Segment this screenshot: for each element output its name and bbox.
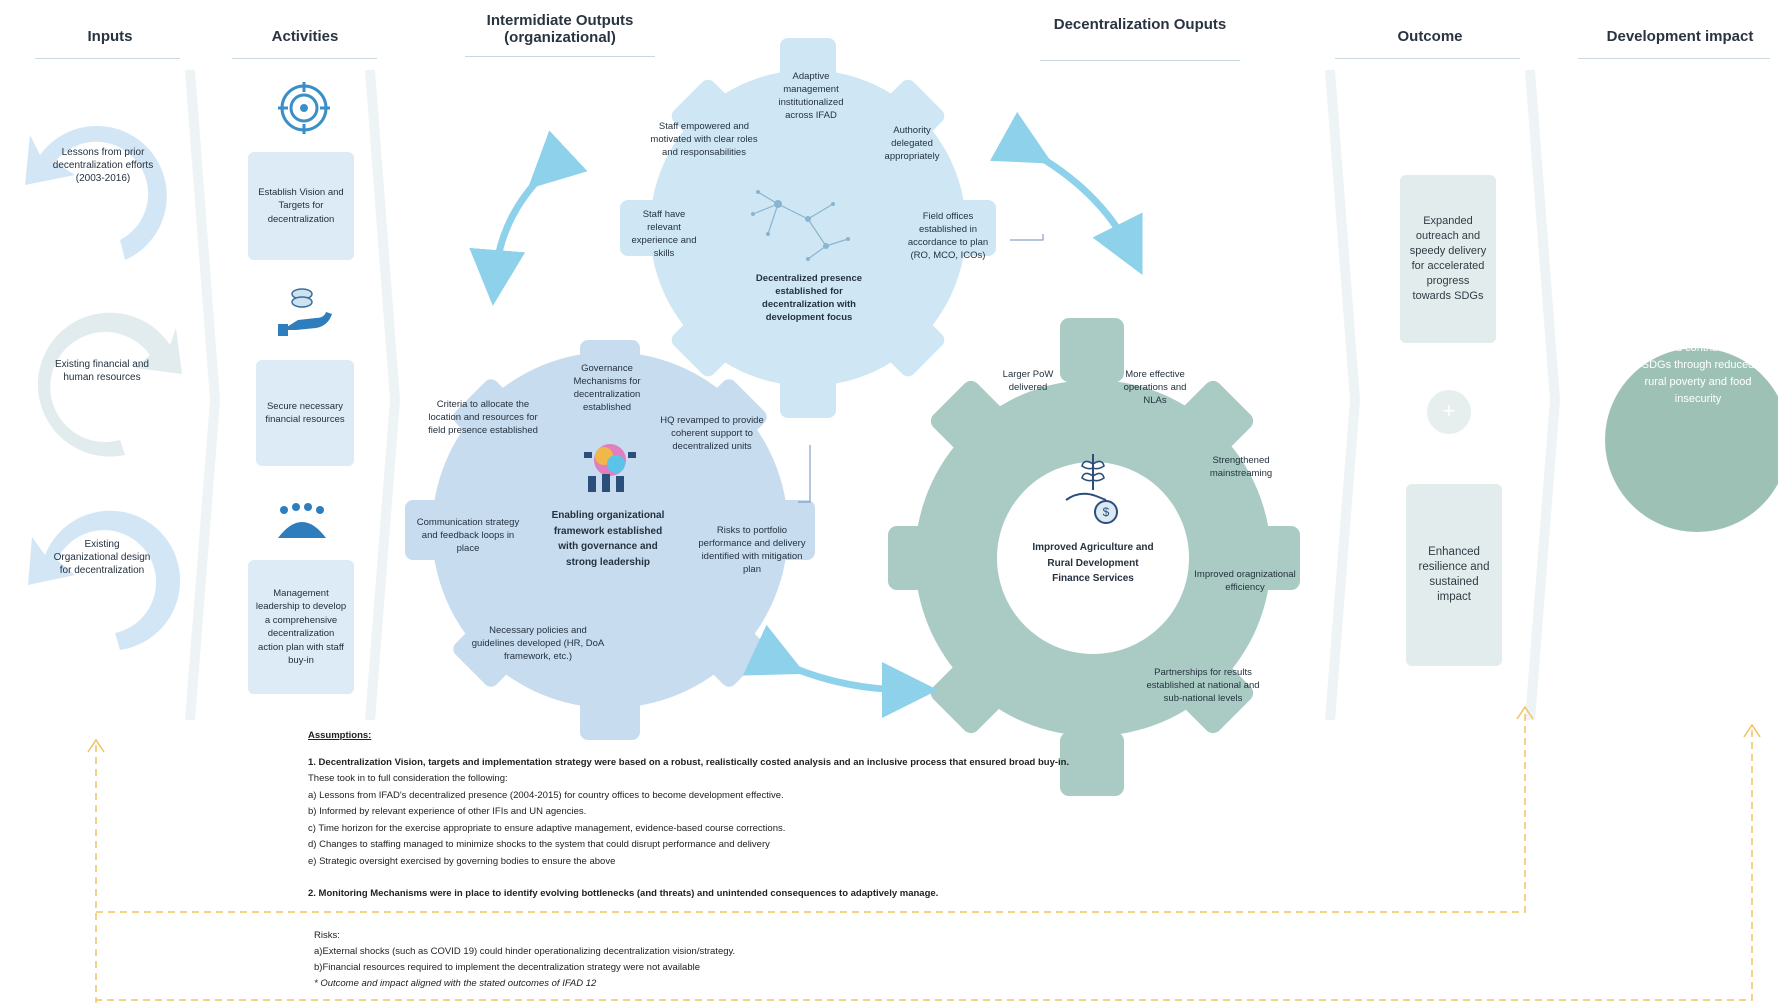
assumption-item-b: b) Informed by relevant experience of ot… xyxy=(308,806,587,817)
header-inputs: Inputs xyxy=(87,28,133,45)
activity-leadership: Management leadership to develop a compr… xyxy=(248,560,354,694)
header-intermediate: Intermidiate Outputs (organizational) xyxy=(486,12,634,46)
top-gear-item-staff-skills: Staff have relevant experience and skill… xyxy=(631,209,697,259)
risks-block: Risks: a)External shocks (such as COVID … xyxy=(314,928,1214,992)
assumption-1b: These took in to full consideration the … xyxy=(308,773,508,784)
svg-text:$: $ xyxy=(1103,505,1110,519)
header-decentralization: Decentralization Ouputs xyxy=(1053,16,1227,33)
left-gear-item-hq: HQ revamped to provide coherent support … xyxy=(660,415,764,452)
assumption-item-e: e) Strategic oversight exercised by gove… xyxy=(308,855,616,867)
assumption-item-a: a) Lessons from IFAD's decentralized pre… xyxy=(308,789,784,801)
assumptions-block: Assumptions: 1. Decentralization Vision,… xyxy=(308,728,1308,903)
activity-financial: Secure necessary financial resources xyxy=(256,360,354,466)
arrow-bottom xyxy=(742,624,938,718)
header-activities: Activities xyxy=(271,28,339,45)
header-outcome: Outcome xyxy=(1397,28,1463,45)
left-gear-center: Enabling organizational framework establ… xyxy=(551,510,665,568)
right-gear-item-mainstreaming: Strengthened mainstreaming xyxy=(1209,455,1273,479)
input-org-design: Existing Organizational design for decen… xyxy=(53,539,151,576)
top-gear-item-field-offices: Field offices established in accordance … xyxy=(907,211,989,261)
assumption-item-c: c) Time horizon for the exercise appropr… xyxy=(308,822,786,834)
input-resources: Existing financial and human resources xyxy=(55,359,149,383)
header-impact: Development impact xyxy=(1606,28,1754,45)
right-gear-item-efficiency: Improved oragnizational efficiency xyxy=(1194,569,1296,593)
right-gear-item-partnerships: Partnerships for results established at … xyxy=(1146,667,1260,704)
left-gear xyxy=(405,340,815,740)
left-gear-item-communication: Communication strategy and feedback loop… xyxy=(416,517,520,554)
left-gear-item-governance: Governance Mechanisms for decentralizati… xyxy=(573,363,641,413)
risk-item-b: b)Financial resources required to implem… xyxy=(314,962,701,973)
plus-icon: + xyxy=(1442,398,1456,423)
left-gear-item-criteria: Criteria to allocate the location and re… xyxy=(428,399,538,436)
people-icon xyxy=(580,438,640,496)
outcome-resilience: Enhanced resilience and sustained impact xyxy=(1406,484,1502,666)
assumption-item-d: d) Changes to staffing managed to minimi… xyxy=(308,839,770,850)
right-gear-item-pow: Larger PoW delivered xyxy=(1002,369,1054,393)
top-gear-center: Decentralized presence established for d… xyxy=(755,273,863,323)
arrow-top-left xyxy=(469,130,588,306)
input-arrow-2 xyxy=(37,312,183,457)
assumptions-title: Assumptions: xyxy=(308,730,372,741)
top-gear-item-staff-empowered: Staff empowered and motivated with clear… xyxy=(650,121,758,158)
left-gear-item-policies: Necessary policies and guidelines develo… xyxy=(471,625,605,662)
network-icon xyxy=(748,184,858,264)
assumption-1: 1. Decentralization Vision, targets and … xyxy=(308,756,1070,768)
hand-coins-icon xyxy=(276,282,336,338)
top-gear xyxy=(620,38,996,418)
left-gear-item-risks: Risks to portfolio performance and deliv… xyxy=(698,525,806,575)
assumption-2: 2. Monitoring Mechanisms were in place t… xyxy=(308,888,939,899)
input-lessons: Lessons from prior decentralization effo… xyxy=(52,147,154,184)
right-gear xyxy=(888,318,1300,796)
plant-money-icon: $ xyxy=(1062,450,1124,530)
arrow-top-right xyxy=(989,111,1143,276)
input-arrow-3 xyxy=(28,510,181,650)
top-gear-item-authority: Authority delegated appropriately xyxy=(884,125,940,162)
right-gear-item-operations: More effective operations and NLAs xyxy=(1123,369,1187,406)
risk-item-a: a)External shocks (such as COVID 19) cou… xyxy=(314,946,736,957)
activity-vision: Establish Vision and Targets for decentr… xyxy=(248,152,354,260)
impact-text: Improved contributions to SDGs through r… xyxy=(1636,342,1760,405)
impact-circle xyxy=(1605,348,1778,532)
risks-note: * Outcome and impact aligned with the st… xyxy=(314,978,597,989)
right-gear-center: Improved Agriculture and Rural Developme… xyxy=(1032,542,1154,584)
target-icon xyxy=(278,82,330,134)
risks-title: Risks: xyxy=(314,930,340,941)
team-icon xyxy=(274,502,330,542)
outcome-outreach: Expanded outreach and speedy delivery fo… xyxy=(1400,175,1496,343)
top-gear-item-adaptive: Adaptive management institutionalized ac… xyxy=(778,71,844,121)
right-gear-hub xyxy=(997,462,1189,654)
